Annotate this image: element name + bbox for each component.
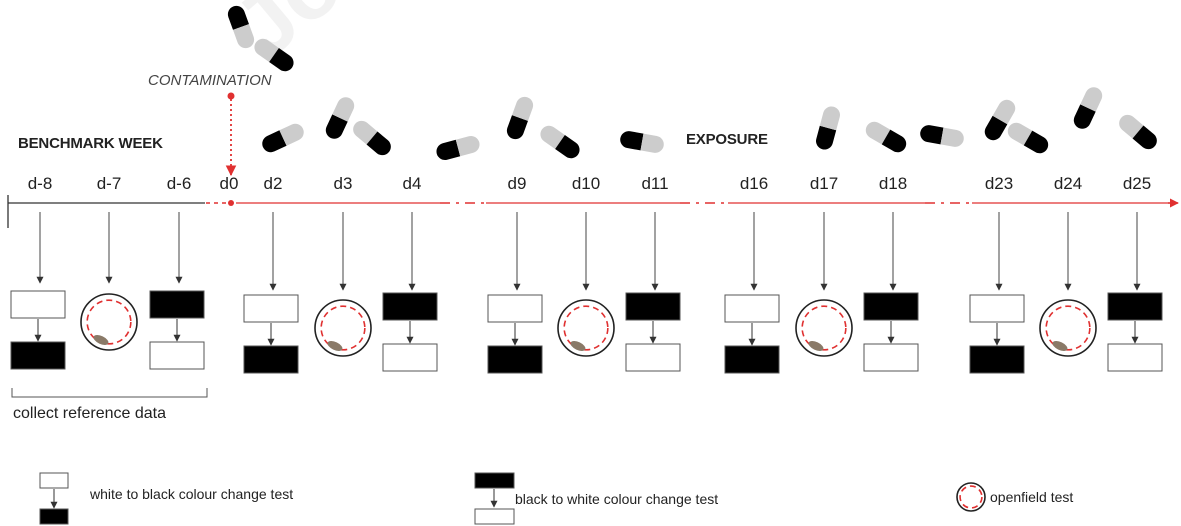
reference-data-label: collect reference data (13, 405, 166, 422)
day-label: d4 (402, 174, 422, 193)
day-label: d23 (984, 174, 1014, 193)
white-to-black-test (487, 294, 543, 374)
capsule-icon (816, 106, 840, 150)
capsule-icon (620, 131, 664, 153)
legend-text-openfield: openfield test (990, 489, 1074, 505)
white-box (724, 294, 780, 323)
capsule-icon (325, 97, 355, 139)
white-to-black-test (969, 294, 1025, 374)
white-box (969, 294, 1025, 323)
white-box (487, 294, 543, 323)
day-label: d24 (1053, 174, 1083, 193)
exposure-heading: EXPOSURE (686, 131, 768, 148)
black-box (149, 290, 205, 319)
capsule-icon (506, 96, 534, 140)
capsule-icon (227, 5, 255, 49)
day-label: d2 (263, 174, 283, 193)
day-label: d16 (739, 174, 769, 193)
black-to-white-test (863, 292, 919, 372)
black-box (487, 345, 543, 374)
capsule-icon (1119, 114, 1157, 150)
black-box (625, 292, 681, 321)
reference-bracket (11, 388, 208, 398)
black-box (243, 345, 299, 374)
white-to-black-test (724, 294, 780, 374)
black-box (969, 345, 1025, 374)
legend-text-black-to-white: black to white colour change test (515, 491, 719, 507)
capsule-icon (1073, 87, 1103, 129)
openfield-arena-icon (80, 293, 138, 351)
white-box (149, 341, 205, 370)
white-box (10, 290, 66, 319)
black-box (863, 292, 919, 321)
mouse-icon (570, 341, 586, 351)
openfield-arena-icon (557, 299, 615, 357)
white-box (625, 343, 681, 372)
contamination-label: CONTAMINATION (148, 72, 272, 89)
day-label: d17 (809, 174, 839, 193)
black-to-white-test (1107, 292, 1163, 372)
legend-black-to-white (474, 472, 515, 525)
black-box (39, 508, 69, 525)
openfield-arena-icon (795, 299, 853, 357)
day-label: d3 (333, 174, 353, 193)
black-box (10, 341, 66, 370)
mouse-icon (327, 341, 343, 351)
black-box (1107, 292, 1163, 321)
legend-white-to-black (39, 472, 69, 525)
openfield-arena-icon (1039, 299, 1097, 357)
white-to-black-test (10, 290, 66, 370)
black-to-white-test (149, 290, 205, 370)
white-box (1107, 343, 1163, 372)
white-box (243, 294, 299, 323)
day-label: d0 (219, 174, 239, 193)
capsule-icon (254, 38, 294, 72)
day-label: d11 (641, 174, 669, 193)
white-box (474, 508, 515, 525)
day-label: d-7 (96, 174, 122, 193)
benchmark-week-heading: BENCHMARK WEEK (18, 135, 163, 152)
legend-text-white-to-black: white to black colour change test (90, 486, 294, 502)
mouse-icon (1052, 341, 1068, 351)
black-box (724, 345, 780, 374)
capsule-icon (353, 120, 391, 156)
day-label: d-8 (27, 174, 53, 193)
capsule-icon (984, 99, 1016, 141)
white-box (382, 343, 438, 372)
capsule-icon (920, 125, 964, 147)
capsule-icon (865, 121, 907, 153)
day-label: d-6 (166, 174, 192, 193)
openfield-arena-icon (956, 482, 986, 512)
white-to-black-test (243, 294, 299, 374)
black-box (474, 472, 515, 489)
white-box (863, 343, 919, 372)
contamination-point (228, 200, 234, 206)
capsule-icon (262, 123, 304, 153)
capsule-icon (540, 125, 580, 159)
contamination-dot (227, 92, 235, 100)
black-box (382, 292, 438, 321)
capsule-icon (1007, 122, 1049, 154)
capsule-icon (436, 136, 480, 160)
white-box (39, 472, 69, 489)
mouse-icon (808, 341, 824, 351)
openfield-arena-icon (314, 299, 372, 357)
black-to-white-test (382, 292, 438, 372)
day-label: d25 (1122, 174, 1152, 193)
day-label: d9 (507, 174, 527, 193)
black-to-white-test (625, 292, 681, 372)
day-label: d18 (878, 174, 908, 193)
day-label: d10 (571, 174, 601, 193)
mouse-icon (93, 335, 109, 345)
